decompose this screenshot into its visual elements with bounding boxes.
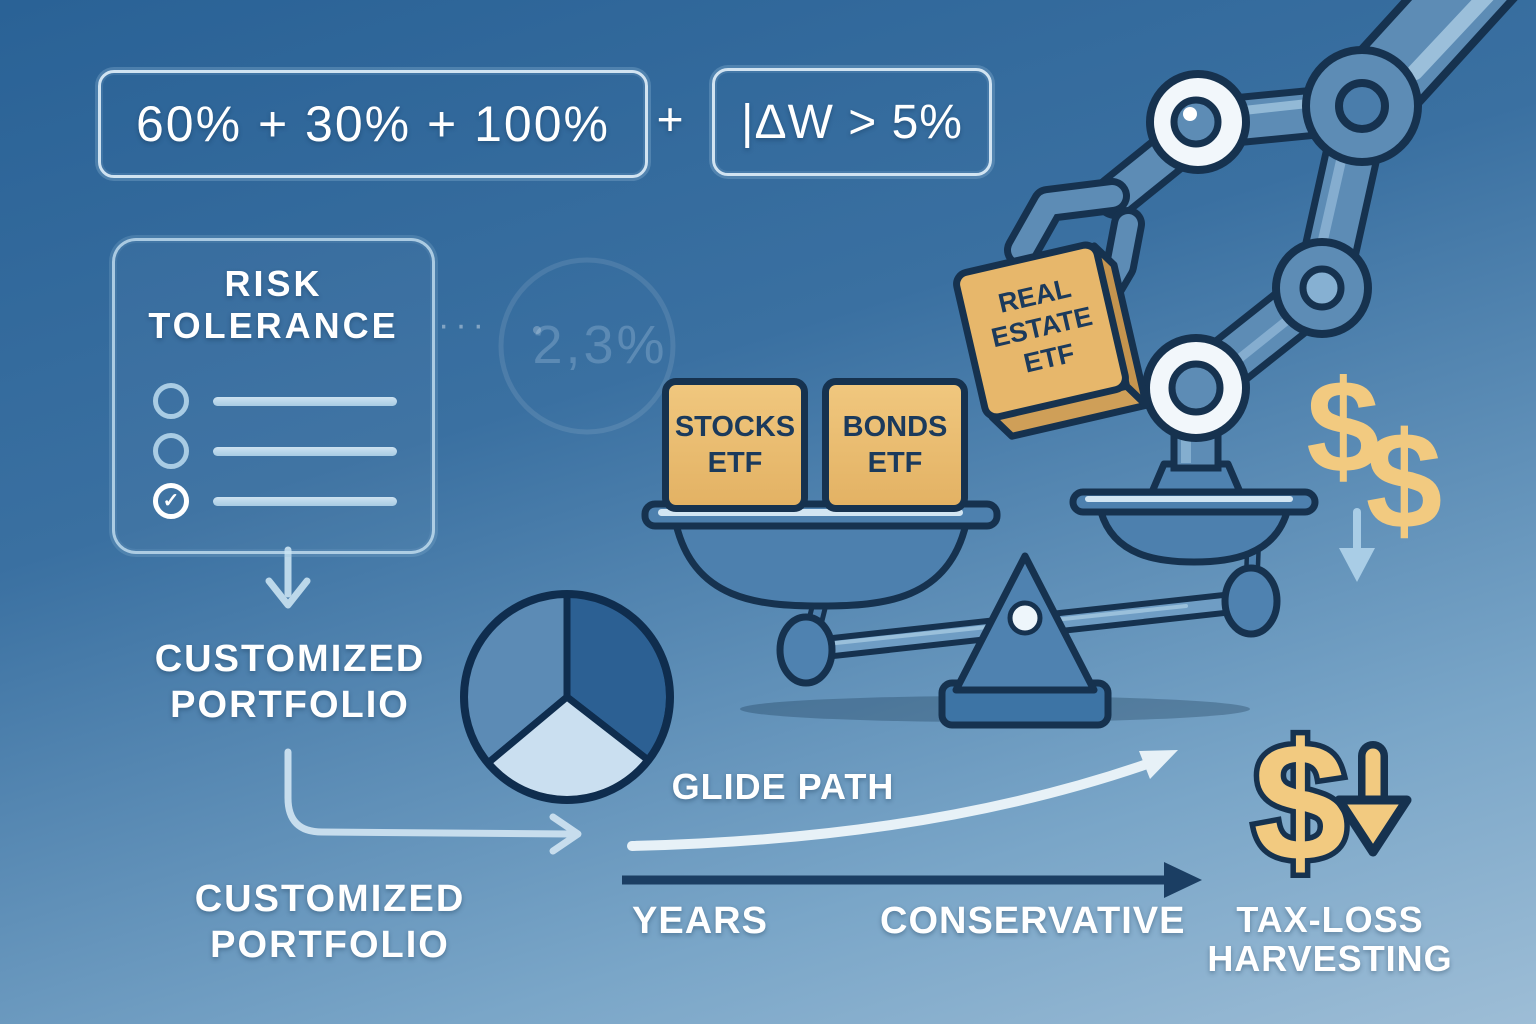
tax-loss-line2: HARVESTING	[1207, 937, 1453, 979]
left-scale-pan	[641, 500, 1001, 610]
glide-path-label: GLIDE PATH	[671, 766, 895, 807]
timeline-label-conservative: CONSERVATIVE	[880, 900, 1186, 942]
risk-option-row	[153, 383, 397, 419]
customized-portfolio-label-top: CUSTOMIZED PORTFOLIO	[115, 636, 465, 729]
stocks-etf-line2: ETF	[707, 447, 763, 479]
ellipsis-dots: ···	[438, 306, 490, 344]
tax-loss-line1: TAX-LOSS	[1236, 899, 1424, 940]
drift-threshold-box: |ΔW > 5%	[712, 68, 992, 176]
real-estate-etf-box	[953, 241, 1150, 440]
stocks-etf-box: STOCKS ETF	[662, 378, 808, 512]
plus-sign: +	[656, 93, 684, 145]
radio-circle-icon	[153, 433, 189, 469]
bonds-etf-box: BONDS ETF	[822, 378, 968, 512]
portfolio-bottom-line1: CUSTOMIZED	[194, 878, 466, 920]
ghost-percent-circle	[498, 257, 676, 435]
risk-panel-title: RISK TOLERANCE	[115, 263, 432, 348]
check-icon: ✓	[162, 490, 180, 512]
cash-inflow-dollars: $ $	[1306, 353, 1442, 582]
option-line	[213, 496, 397, 506]
risk-tolerance-panel: RISK TOLERANCE ✓	[112, 238, 435, 554]
gold-down-arrow-icon	[1334, 741, 1412, 857]
tax-loss-icons: $	[1248, 703, 1412, 902]
risk-option-row-selected: ✓	[153, 483, 397, 519]
dollar-icon: $	[1306, 353, 1379, 500]
stocks-etf-line1: STOCKS	[674, 410, 796, 443]
right-scale-pan	[1069, 488, 1319, 566]
option-line	[213, 446, 397, 456]
portfolio-bottom-line2: PORTFOLIO	[210, 924, 450, 967]
down-arrow-icon	[265, 546, 311, 609]
risk-title-line1: RISK	[224, 263, 323, 304]
ghost-percent-text: 2,3%	[532, 315, 668, 375]
drift-threshold-text: |ΔW > 5%	[741, 95, 963, 149]
portfolio-top-line1: CUSTOMIZED	[154, 638, 426, 680]
bonds-etf-line2: ETF	[867, 447, 923, 479]
small-down-arrow-icon	[1339, 508, 1375, 582]
elbow-arrow-icon	[284, 748, 582, 855]
timeline-label-years: YEARS	[632, 900, 768, 942]
option-line	[213, 396, 397, 406]
tax-loss-harvesting-label: TAX-LOSS HARVESTING	[1180, 899, 1480, 979]
dollar-icon: $	[1366, 404, 1443, 558]
customized-portfolio-label-bottom: CUSTOMIZED PORTFOLIO	[165, 876, 495, 969]
dollar-icon: $	[1253, 708, 1346, 896]
portfolio-top-line2: PORTFOLIO	[170, 684, 410, 727]
glide-path-arrow	[627, 750, 1178, 851]
allocation-formula-box: 60% + 30% + 100%	[98, 70, 648, 178]
bonds-etf-line1: BONDS	[842, 410, 948, 443]
radio-circle-icon	[153, 383, 189, 419]
balance-scale	[641, 488, 1319, 729]
timeline-arrow	[622, 862, 1202, 898]
risk-title-line2: TOLERANCE	[148, 305, 399, 347]
allocation-formula-text: 60% + 30% + 100%	[136, 96, 610, 152]
robot-arm	[1004, 0, 1518, 496]
pie-chart-icon	[460, 590, 674, 804]
risk-option-row	[153, 433, 397, 469]
checked-circle-icon: ✓	[153, 483, 189, 519]
